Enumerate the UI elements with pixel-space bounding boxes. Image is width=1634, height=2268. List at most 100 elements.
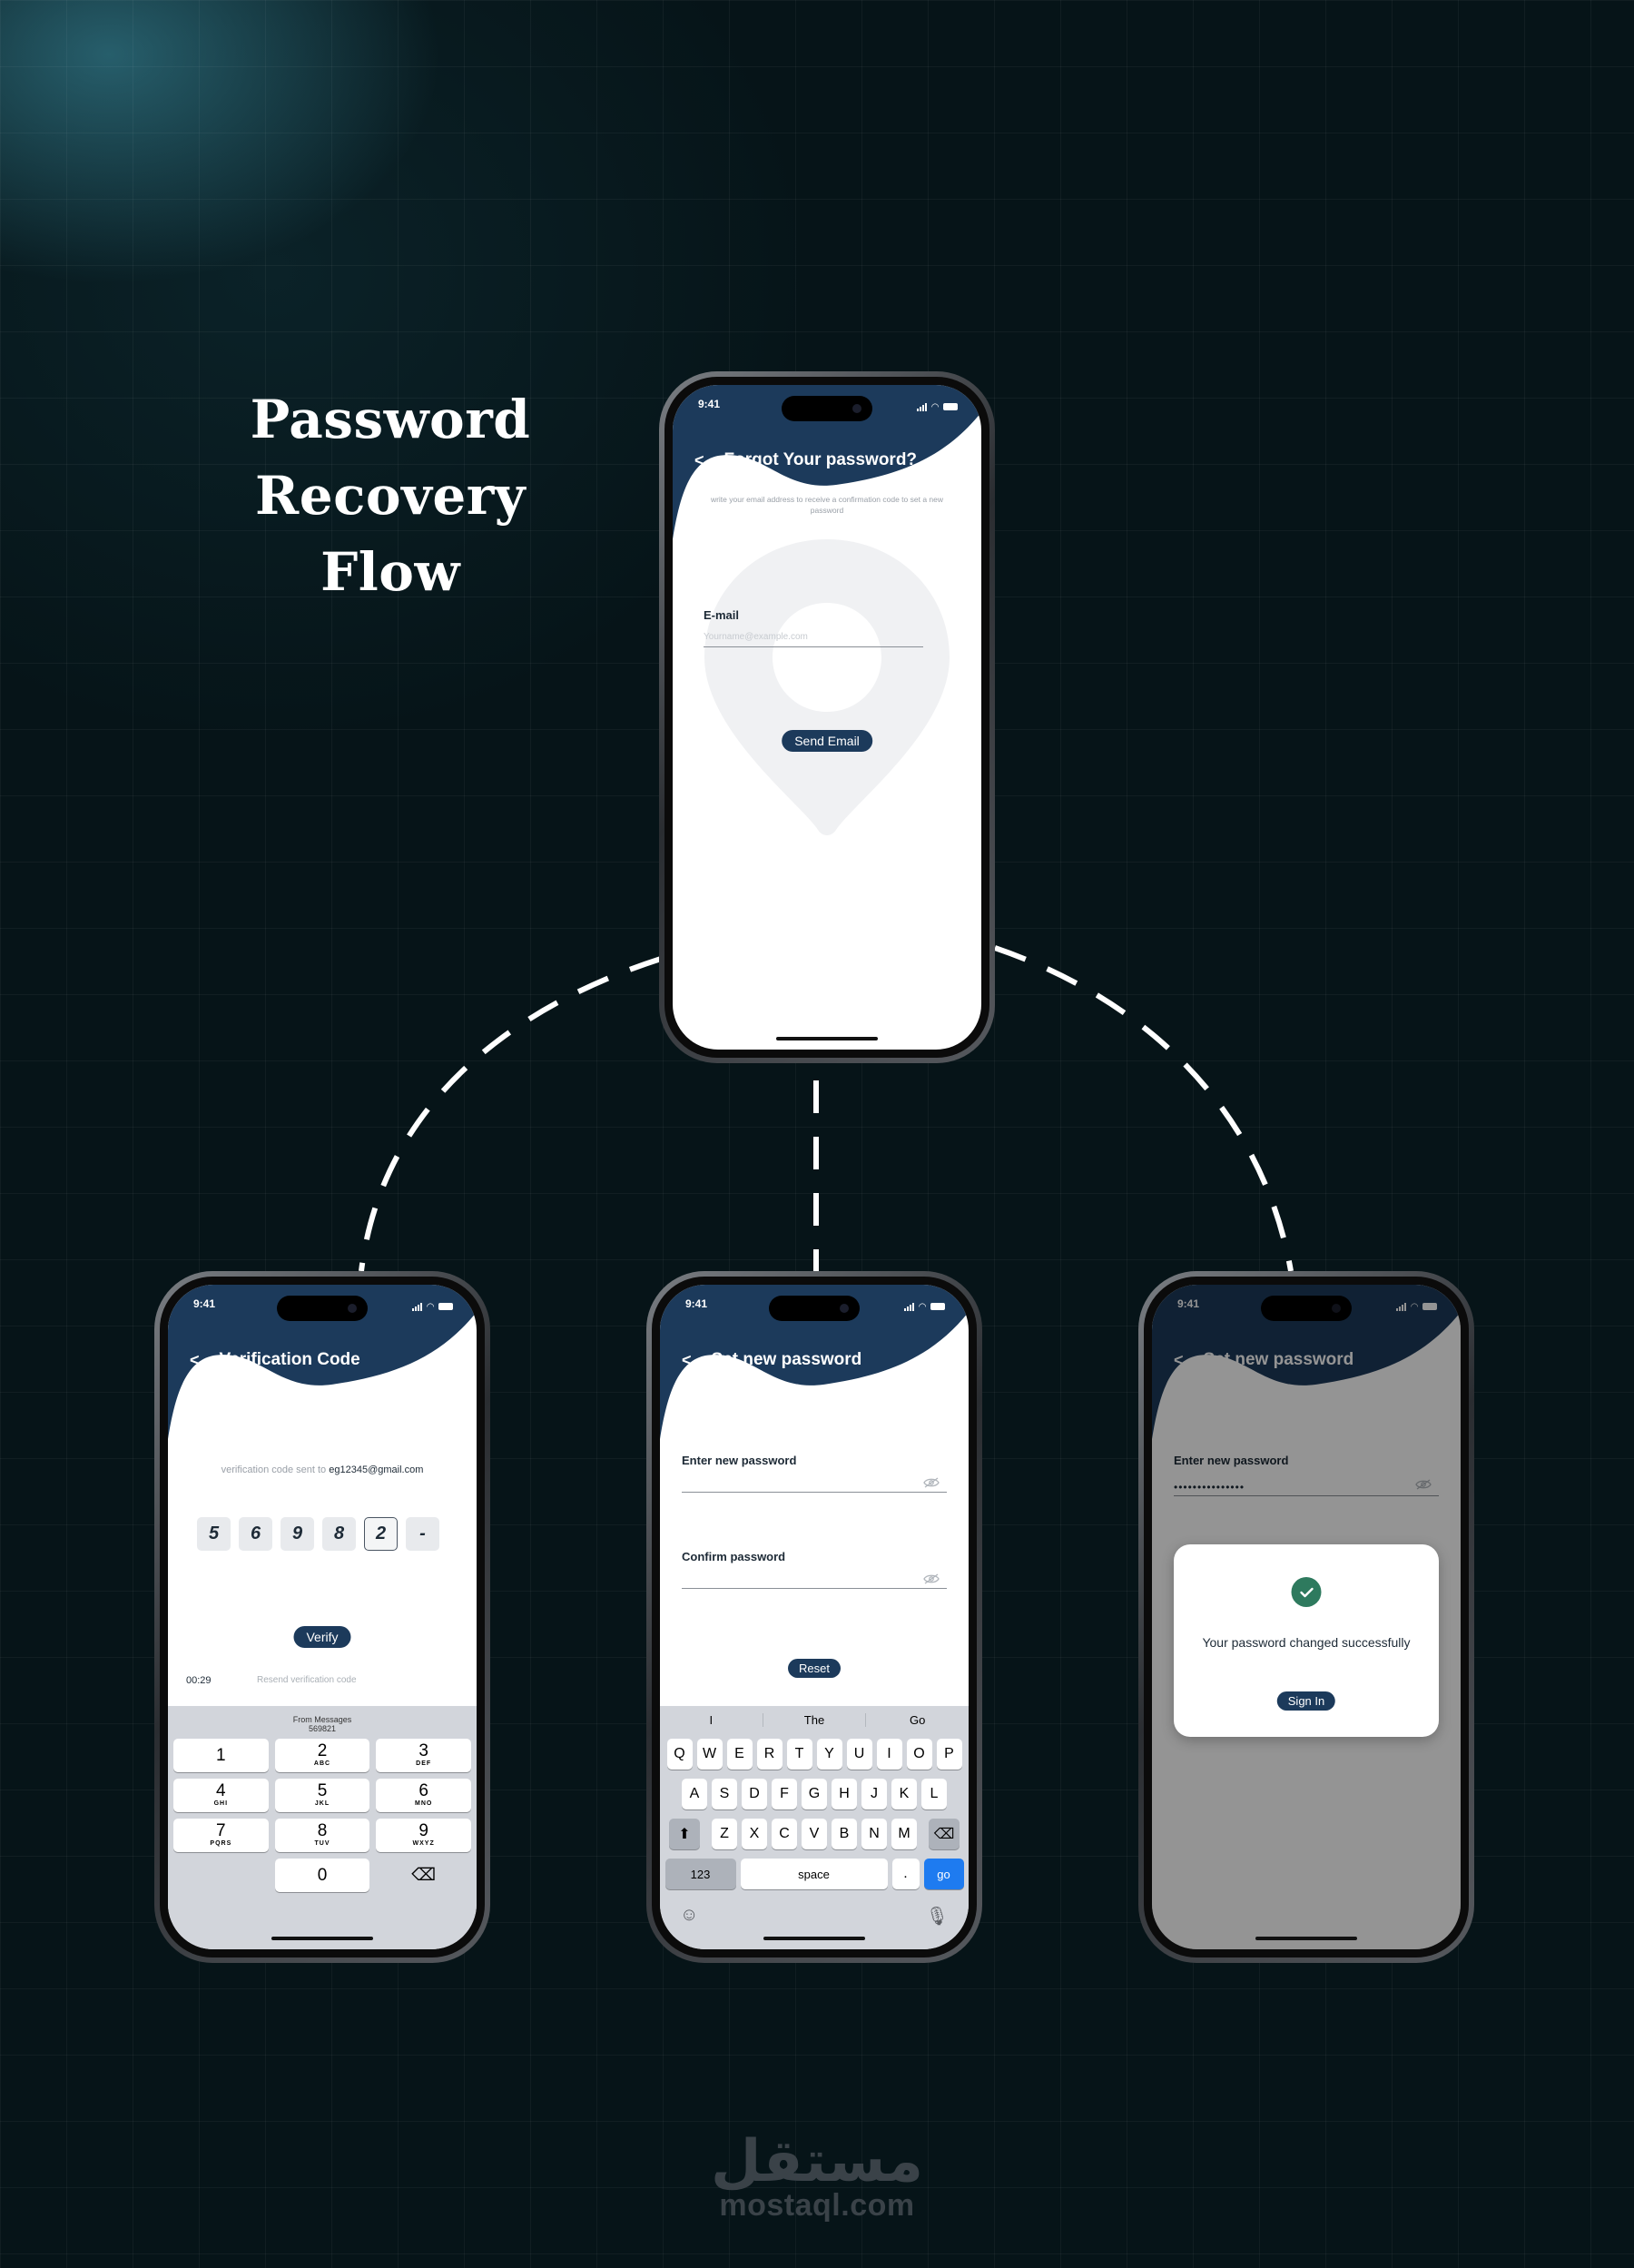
- battery-icon: [943, 403, 958, 410]
- instruction-text: write your email address to receive a co…: [710, 495, 944, 515]
- keyboard-key[interactable]: D: [742, 1779, 767, 1809]
- screen-forgot-password: 9:41 ◠ < Forgot Your password? write you…: [673, 385, 981, 1050]
- dynamic-island: [769, 1296, 860, 1321]
- screen-title: Forgot Your password?: [723, 450, 918, 469]
- keypad-key-number: 8: [317, 1821, 328, 1840]
- keyboard-key[interactable]: T: [786, 1739, 812, 1770]
- period-key[interactable]: .: [891, 1859, 920, 1889]
- keyboard-key[interactable]: Y: [816, 1739, 842, 1770]
- backspace-key[interactable]: ⌫: [376, 1859, 471, 1892]
- keyboard-key[interactable]: N: [861, 1819, 887, 1849]
- otp-digit[interactable]: 9: [281, 1517, 314, 1551]
- home-indicator: [763, 1937, 865, 1940]
- keyboard-key[interactable]: X: [742, 1819, 767, 1849]
- keyboard-key[interactable]: S: [712, 1779, 737, 1809]
- eye-off-icon[interactable]: [923, 1477, 940, 1488]
- keyboard-key[interactable]: F: [772, 1779, 797, 1809]
- space-key[interactable]: space: [740, 1859, 888, 1889]
- emoji-icon[interactable]: ☺: [680, 1905, 699, 1925]
- keypad-key-number: 7: [216, 1821, 226, 1840]
- back-icon[interactable]: <: [682, 1350, 692, 1369]
- verify-button[interactable]: Verify: [293, 1626, 351, 1648]
- shift-key[interactable]: ⬆: [669, 1819, 700, 1849]
- keyboard-key[interactable]: G: [802, 1779, 827, 1809]
- suggestion-item[interactable]: The: [763, 1712, 867, 1727]
- suggestion-item[interactable]: I: [660, 1712, 763, 1727]
- new-password-field[interactable]: [682, 1492, 947, 1493]
- keyboard-key[interactable]: R: [756, 1739, 783, 1770]
- back-icon[interactable]: <: [1174, 1350, 1184, 1369]
- keyboard-key[interactable]: H: [832, 1779, 857, 1809]
- keyboard-suggestions: I The Go: [660, 1706, 969, 1733]
- keyboard-row-4: 123 space . go: [660, 1859, 969, 1889]
- back-icon[interactable]: <: [190, 1350, 200, 1369]
- sign-in-button[interactable]: Sign In: [1276, 1691, 1336, 1711]
- watermark-arabic: مستقل: [710, 2128, 924, 2195]
- header: < Forgot Your password?: [673, 450, 981, 470]
- keyboard-key[interactable]: J: [861, 1779, 887, 1809]
- page-title: Password Recovery Flow: [209, 381, 572, 610]
- header-wave: [168, 1285, 477, 1439]
- microphone-icon[interactable]: 🎙: [925, 1907, 949, 1927]
- keyboard-key[interactable]: P: [936, 1739, 962, 1770]
- send-email-button[interactable]: Send Email: [782, 730, 872, 752]
- keypad-key[interactable]: 0: [274, 1859, 370, 1892]
- confirm-password-field[interactable]: [682, 1588, 947, 1589]
- autofill-suggestion[interactable]: From Messages 569821: [168, 1715, 477, 1733]
- otp-input-row[interactable]: 5 6 9 8 2 -: [197, 1517, 439, 1551]
- keyboard-key[interactable]: L: [921, 1779, 947, 1809]
- back-icon[interactable]: <: [694, 450, 704, 469]
- otp-digit[interactable]: -: [406, 1517, 439, 1551]
- new-password-field[interactable]: •••••••••••••••: [1174, 1481, 1245, 1494]
- email-field[interactable]: Yourname@example.com: [704, 632, 808, 642]
- eye-off-icon[interactable]: [923, 1573, 940, 1584]
- resend-code-link[interactable]: Resend verification code: [257, 1675, 357, 1685]
- otp-digit[interactable]: 8: [322, 1517, 356, 1551]
- keyboard-key[interactable]: K: [891, 1779, 917, 1809]
- eye-off-icon[interactable]: [1415, 1479, 1432, 1490]
- keyboard-key[interactable]: U: [846, 1739, 872, 1770]
- keyboard-key[interactable]: O: [906, 1739, 932, 1770]
- confirm-password-label: Confirm password: [682, 1550, 786, 1563]
- keypad-key[interactable]: 1: [173, 1739, 269, 1772]
- numbers-key[interactable]: 123: [664, 1859, 736, 1889]
- battery-icon: [930, 1303, 945, 1310]
- otp-digit-active[interactable]: 2: [364, 1517, 398, 1551]
- success-modal: Your password changed successfully Sign …: [1174, 1544, 1439, 1737]
- keyboard-key[interactable]: V: [802, 1819, 827, 1849]
- go-key[interactable]: go: [923, 1859, 964, 1889]
- keyboard-key[interactable]: Q: [666, 1739, 693, 1770]
- status-bar: 9:41 ◠: [673, 398, 981, 416]
- keyboard-key[interactable]: A: [682, 1779, 707, 1809]
- keyboard-key[interactable]: W: [696, 1739, 723, 1770]
- email-label: E-mail: [704, 608, 740, 622]
- keyboard-key[interactable]: C: [772, 1819, 797, 1849]
- keyboard-key[interactable]: Z: [712, 1819, 737, 1849]
- backspace-key[interactable]: ⌫: [929, 1819, 960, 1849]
- otp-digit[interactable]: 5: [197, 1517, 231, 1551]
- header: < Set new password: [1152, 1350, 1461, 1370]
- keyboard-key[interactable]: I: [876, 1739, 902, 1770]
- keyboard-key[interactable]: E: [726, 1739, 753, 1770]
- keypad-key-letters: ABC: [313, 1760, 331, 1767]
- new-password-label: Enter new password: [1174, 1454, 1289, 1467]
- header: < Verification Code: [168, 1350, 477, 1370]
- keyboard-key[interactable]: B: [832, 1819, 857, 1849]
- home-indicator: [776, 1037, 878, 1040]
- reset-button[interactable]: Reset: [788, 1659, 841, 1678]
- keyboard-key[interactable]: M: [891, 1819, 917, 1849]
- suggestion-item[interactable]: Go: [910, 1712, 926, 1727]
- screen-title: Set new password: [711, 1350, 862, 1369]
- otp-digit[interactable]: 6: [239, 1517, 272, 1551]
